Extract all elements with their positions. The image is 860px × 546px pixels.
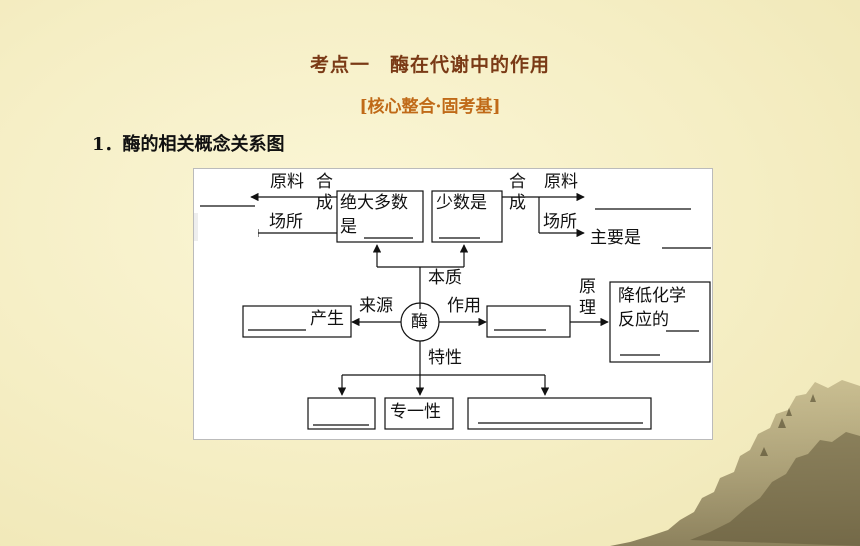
diagram-lines xyxy=(194,190,711,430)
source-label: 来源 xyxy=(359,296,393,316)
source-box xyxy=(242,305,352,338)
landscape-decoration-icon xyxy=(610,380,860,546)
property-box-1 xyxy=(307,397,376,430)
majority-box xyxy=(336,190,424,243)
raw-right-label: 原料 xyxy=(544,172,578,192)
page-title: 考点一 酶在代谢中的作用 xyxy=(309,54,550,76)
section-heading: 1．酶的相关概念关系图 xyxy=(92,134,285,155)
place-left-label: 场所 xyxy=(269,212,303,232)
function-box xyxy=(486,305,571,338)
essence-label: 本质 xyxy=(428,268,462,288)
mainly-label: 主要是 xyxy=(590,228,641,248)
property-label: 特性 xyxy=(428,348,462,368)
majority-label-2: 是 xyxy=(340,217,357,237)
synth-left-he: 合 xyxy=(316,172,333,192)
specificity-label: 专一性 xyxy=(390,402,441,422)
synth-left-cheng: 成 xyxy=(316,193,333,213)
produce-label: 产生 xyxy=(310,309,344,329)
principle-box xyxy=(609,281,711,363)
function-label: 作用 xyxy=(447,296,481,316)
place-right-label: 场所 xyxy=(543,212,577,232)
enzyme-concept-diagram: 原料 场所 合 成 绝大多数 是 少数是 合 成 原料 场所 主要是 本质 来源… xyxy=(193,168,713,440)
principle-li: 理 xyxy=(579,298,596,318)
specificity-box xyxy=(384,397,454,430)
raw-left-label: 原料 xyxy=(270,172,304,192)
section-subtitle: [核心整合·固考基] xyxy=(359,97,501,117)
principle-yuan: 原 xyxy=(579,277,596,297)
synth-right-he: 合 xyxy=(509,172,526,192)
majority-label-1: 绝大多数 xyxy=(340,193,408,213)
enzyme-label: 酶 xyxy=(411,312,428,332)
minority-label: 少数是 xyxy=(436,193,487,213)
synth-right-cheng: 成 xyxy=(509,193,526,213)
principle-label-1: 降低化学 xyxy=(618,286,686,306)
property-box-3 xyxy=(467,397,652,430)
minority-box xyxy=(431,190,503,243)
principle-label-2: 反应的 xyxy=(618,310,669,330)
